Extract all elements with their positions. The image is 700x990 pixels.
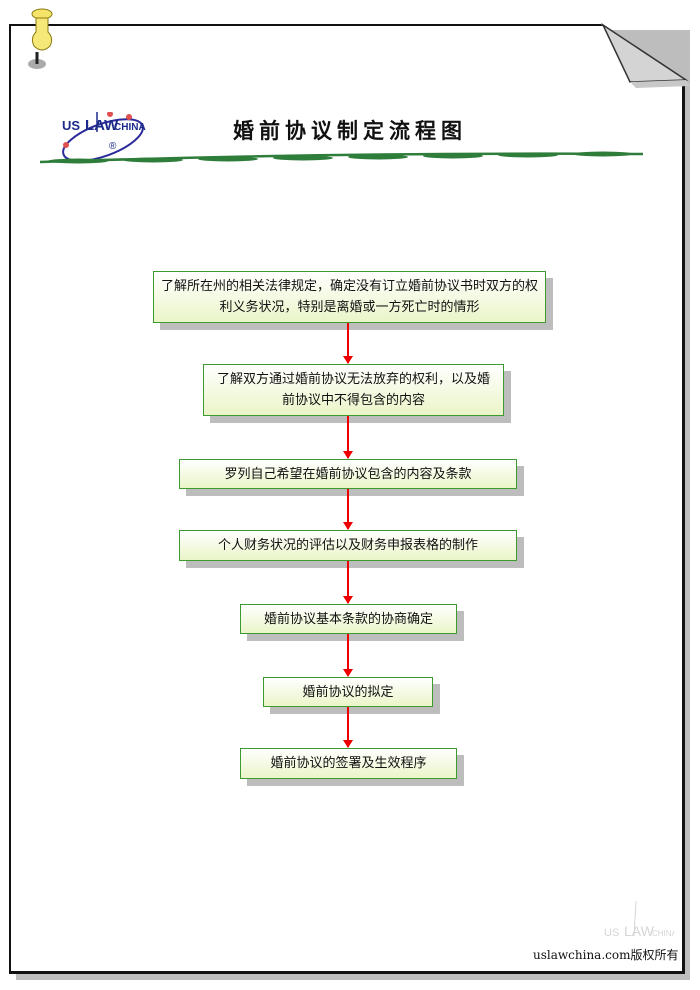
flow-arrow (343, 323, 353, 364)
flow-arrow (343, 707, 353, 748)
copyright-footer: uslawchina.com版权所有 (533, 948, 679, 962)
svg-text:LAW: LAW (85, 117, 119, 134)
pushpin-icon (28, 8, 53, 69)
svg-text:CHINA: CHINA (652, 929, 674, 938)
flow-arrow (343, 489, 353, 530)
svg-text:US: US (604, 927, 619, 939)
page-title: 婚前协议制定流程图 (233, 119, 467, 143)
flow-arrow (343, 561, 353, 604)
page-fold-corner (601, 22, 690, 88)
watermark-logo: US LAW CHINA (604, 900, 674, 939)
flow-step-3: 罗列自己希望在婚前协议包含的内容及条款 (179, 459, 517, 489)
svg-text:®: ® (109, 141, 117, 152)
flow-step-4: 个人财务状况的评估以及财务申报表格的制作 (179, 530, 517, 561)
flow-arrow (343, 634, 353, 677)
svg-text:LAW: LAW (624, 923, 655, 939)
flow-step-5: 婚前协议基本条款的协商确定 (240, 604, 457, 634)
vine-divider (39, 151, 644, 164)
flow-step-1: 了解所在州的相关法律规定，确定没有订立婚前协议书时双方的权利义务状况，特别是离婚… (153, 271, 546, 323)
flow-step-2: 了解双方通过婚前协议无法放弃的权利，以及婚前协议中不得包含的内容 (203, 364, 504, 416)
flow-arrow (343, 416, 353, 459)
svg-text:CHINA: CHINA (114, 122, 146, 133)
uslawchina-logo: US LAW CHINA ® (62, 112, 146, 162)
flow-step-6: 婚前协议的拟定 (263, 677, 433, 707)
flow-step-7: 婚前协议的签署及生效程序 (240, 748, 457, 779)
svg-text:US: US (62, 118, 80, 133)
